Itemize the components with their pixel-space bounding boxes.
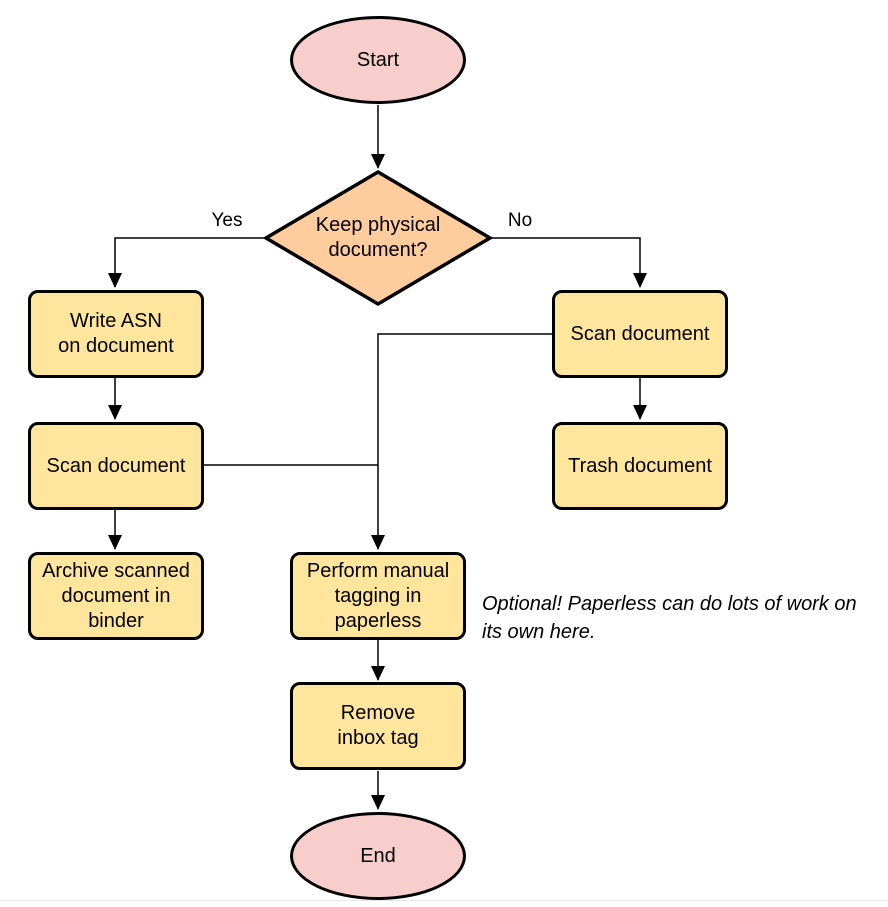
node-end: End — [290, 812, 466, 900]
node-scan-document-right: Scan document — [552, 290, 728, 378]
node-scan-document-left: Scan document — [28, 422, 204, 510]
node-manual-tagging: Perform manual tagging in paperless — [290, 552, 466, 640]
node-decision-label: Keep physical document? — [315, 214, 441, 261]
edge-label-yes: Yes — [211, 210, 243, 231]
node-remove-inbox-tag: Remove inbox tag — [290, 682, 466, 770]
node-write-asn: Write ASN on document — [28, 290, 204, 378]
edge-scanright-to-tagging — [371, 333, 552, 550]
edge-label-no: No — [507, 210, 533, 231]
annotation-note: Optional! Paperless can do lots of work … — [482, 593, 857, 643]
page-bottom-divider — [0, 900, 888, 901]
node-trash-document: Trash document — [552, 422, 728, 510]
edge-decision-yes — [108, 237, 266, 288]
edge-decision-no — [490, 237, 647, 288]
decision-diamond-shape — [262, 169, 494, 307]
node-archive-in-binder: Archive scanned document in binder — [28, 552, 204, 640]
node-start: Start — [290, 16, 466, 104]
